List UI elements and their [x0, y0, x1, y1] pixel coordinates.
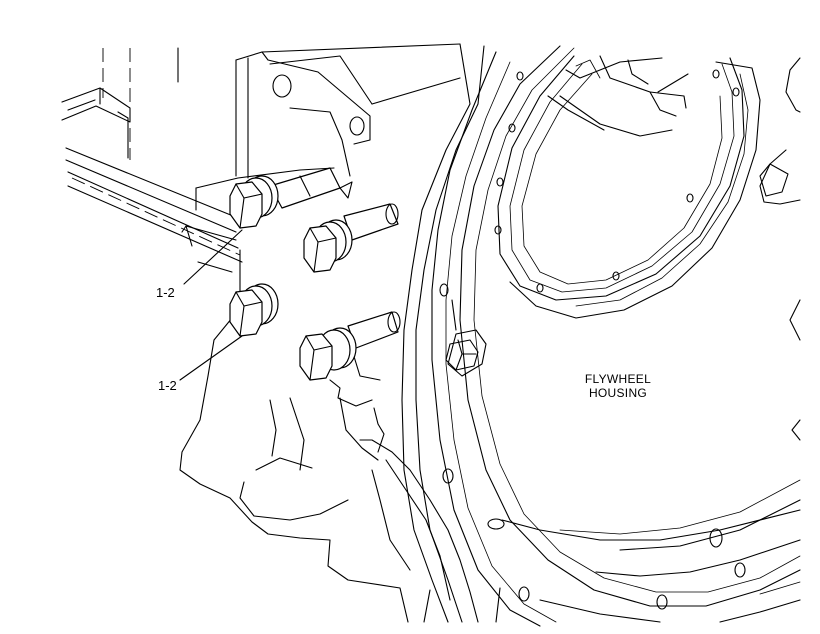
callout-leader-upper: [183, 229, 243, 285]
bolt-upper-left: [229, 167, 353, 229]
bolt-housing-face: [445, 299, 487, 377]
callout-leader-lower: [179, 335, 243, 381]
callout-label-lower: 1-2: [158, 378, 177, 393]
housing-label-line2: HOUSING: [589, 386, 647, 400]
housing-bore: [494, 55, 761, 319]
engine-block-outline: [61, 43, 501, 623]
flywheel-housing: [401, 43, 801, 627]
bolt-lower-right: [299, 311, 401, 381]
callout-label-upper: 1-2: [156, 285, 175, 300]
bolt-upper-right: [303, 203, 399, 273]
bolt-lower-left: [229, 283, 279, 337]
housing-label-line1: FLYWHEEL: [585, 372, 651, 386]
